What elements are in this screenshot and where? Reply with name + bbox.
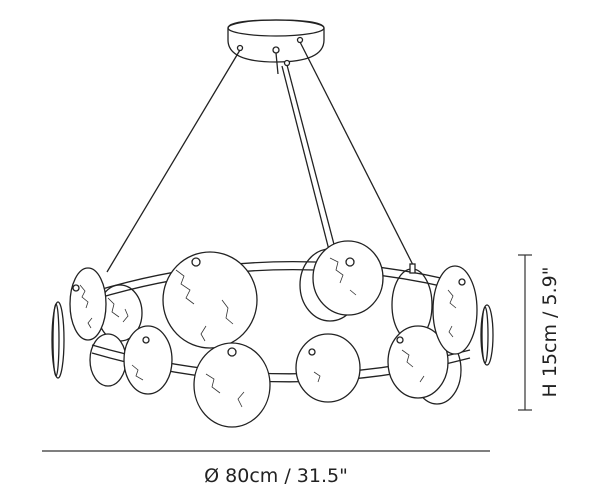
front-discs [51,240,494,428]
suspension-cables [106,41,414,273]
height-dimension: H 15cm / 5.9" [518,254,561,411]
ceiling-canopy [227,19,325,67]
diameter-label: Ø 80cm / 31.5" [204,465,348,487]
height-label: H 15cm / 5.9" [539,267,561,398]
diameter-dimension: Ø 80cm / 31.5" [42,450,490,487]
